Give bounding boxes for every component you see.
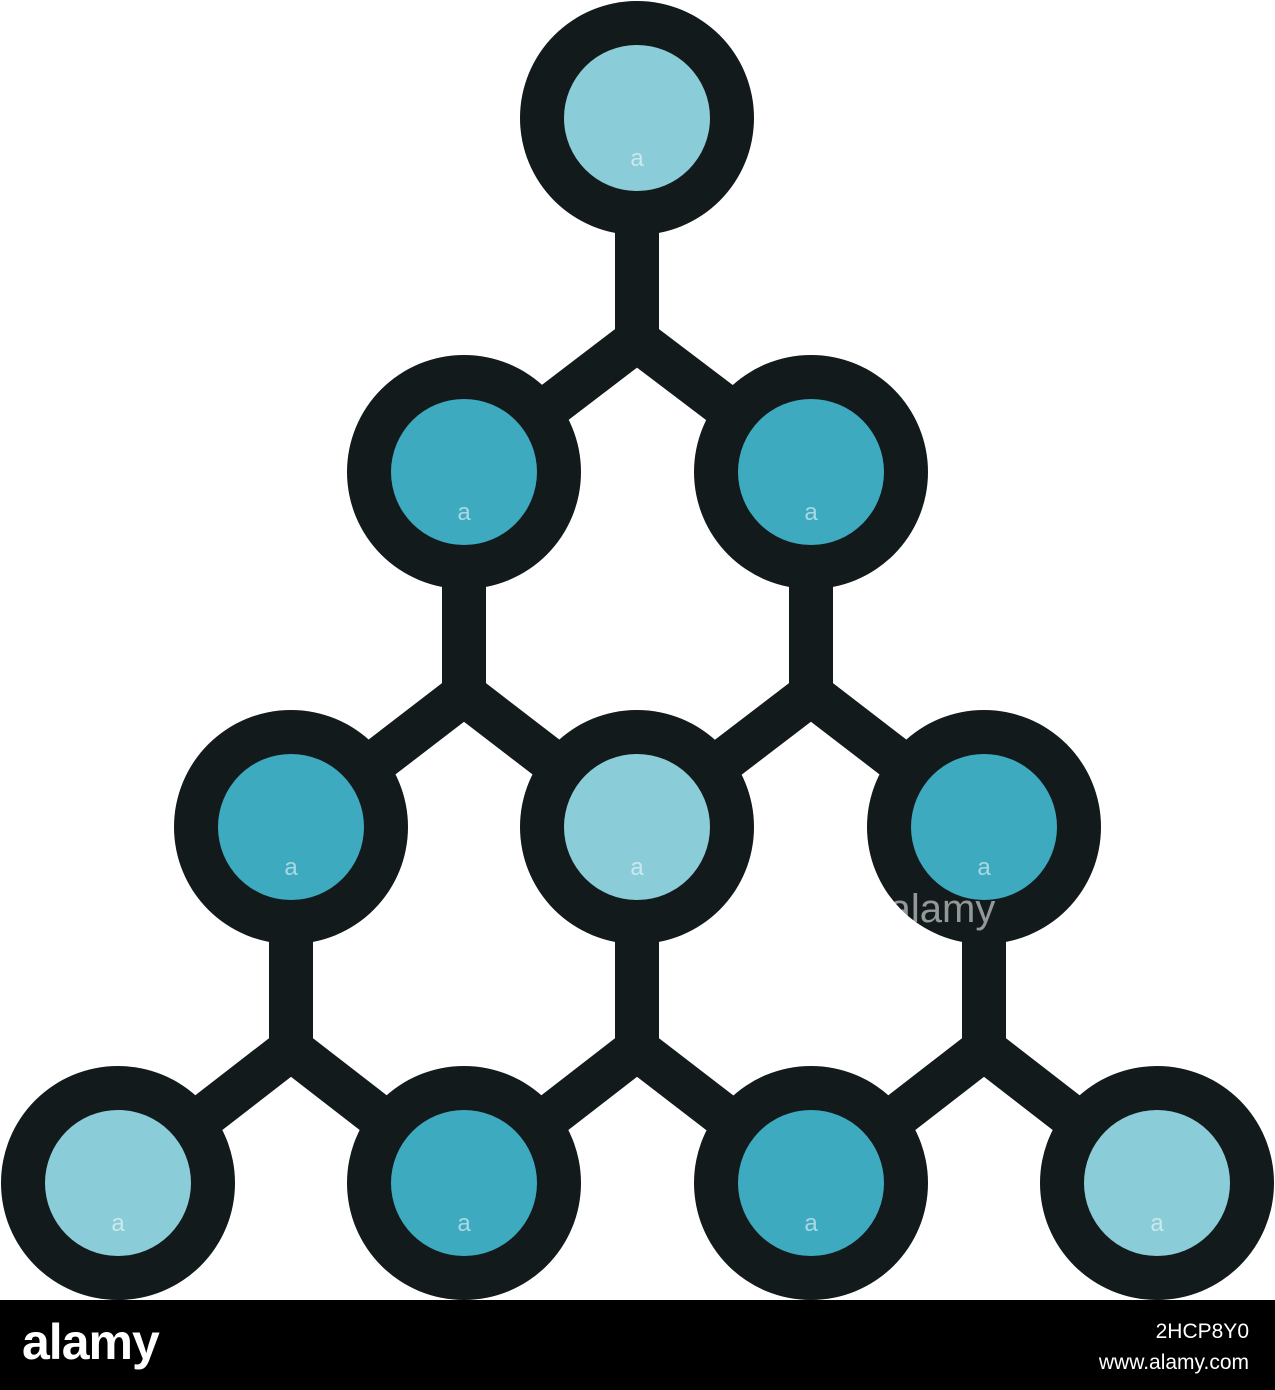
node-fill-dark bbox=[738, 399, 884, 545]
watermark-glyph: a bbox=[630, 145, 644, 172]
brand-logo: alamy bbox=[22, 1314, 160, 1370]
watermark-layer: alamy bbox=[889, 887, 996, 931]
site-url: www.alamy.com bbox=[1098, 1351, 1249, 1374]
watermark-glyph: a bbox=[457, 1210, 471, 1237]
node-fill-light bbox=[564, 45, 710, 191]
watermark-glyph: a bbox=[804, 499, 818, 526]
watermark-glyph: a bbox=[111, 1210, 125, 1237]
node-n3: a bbox=[694, 355, 928, 589]
node-n1: a bbox=[520, 1, 754, 235]
node-fill-dark bbox=[911, 754, 1057, 900]
node-n5: a bbox=[520, 710, 754, 944]
watermark-glyph: a bbox=[457, 499, 471, 526]
watermark-glyph: a bbox=[804, 1210, 818, 1237]
diagram-nodes: a a a a a a a a a a bbox=[1, 1, 1274, 1300]
image-id: 2HCP8Y0 bbox=[1155, 1320, 1249, 1343]
footer-bar: alamy 2HCP8Y0 www.alamy.com bbox=[0, 1300, 1275, 1390]
node-n9: a bbox=[694, 1066, 928, 1300]
node-n6: a bbox=[867, 710, 1101, 944]
node-fill-dark bbox=[391, 1110, 537, 1256]
node-fill-light bbox=[564, 754, 710, 900]
connector-lines bbox=[104, 118, 1171, 1201]
watermark-glyph: a bbox=[1150, 1210, 1164, 1237]
watermark-glyph: a bbox=[977, 854, 991, 881]
watermark-glyph: a bbox=[284, 854, 298, 881]
node-n2: a bbox=[347, 355, 581, 589]
watermark-glyph: a bbox=[630, 854, 644, 881]
watermark-text: alamy bbox=[889, 887, 996, 931]
node-n8: a bbox=[347, 1066, 581, 1300]
node-fill-dark bbox=[738, 1110, 884, 1256]
node-n4: a bbox=[174, 710, 408, 944]
network-diagram: a a a a a a a a a a alamy bbox=[1, 1, 1274, 1300]
node-fill-dark bbox=[391, 399, 537, 545]
node-fill-light bbox=[1084, 1110, 1230, 1256]
node-n10: a bbox=[1040, 1066, 1274, 1300]
node-fill-dark bbox=[218, 754, 364, 900]
node-fill-light bbox=[45, 1110, 191, 1256]
node-n7: a bbox=[1, 1066, 235, 1300]
image-meta: 2HCP8Y0 www.alamy.com bbox=[1099, 1316, 1249, 1378]
hierarchy-diagram: a a a a a a a a a a alamy bbox=[1, 1, 1274, 1300]
